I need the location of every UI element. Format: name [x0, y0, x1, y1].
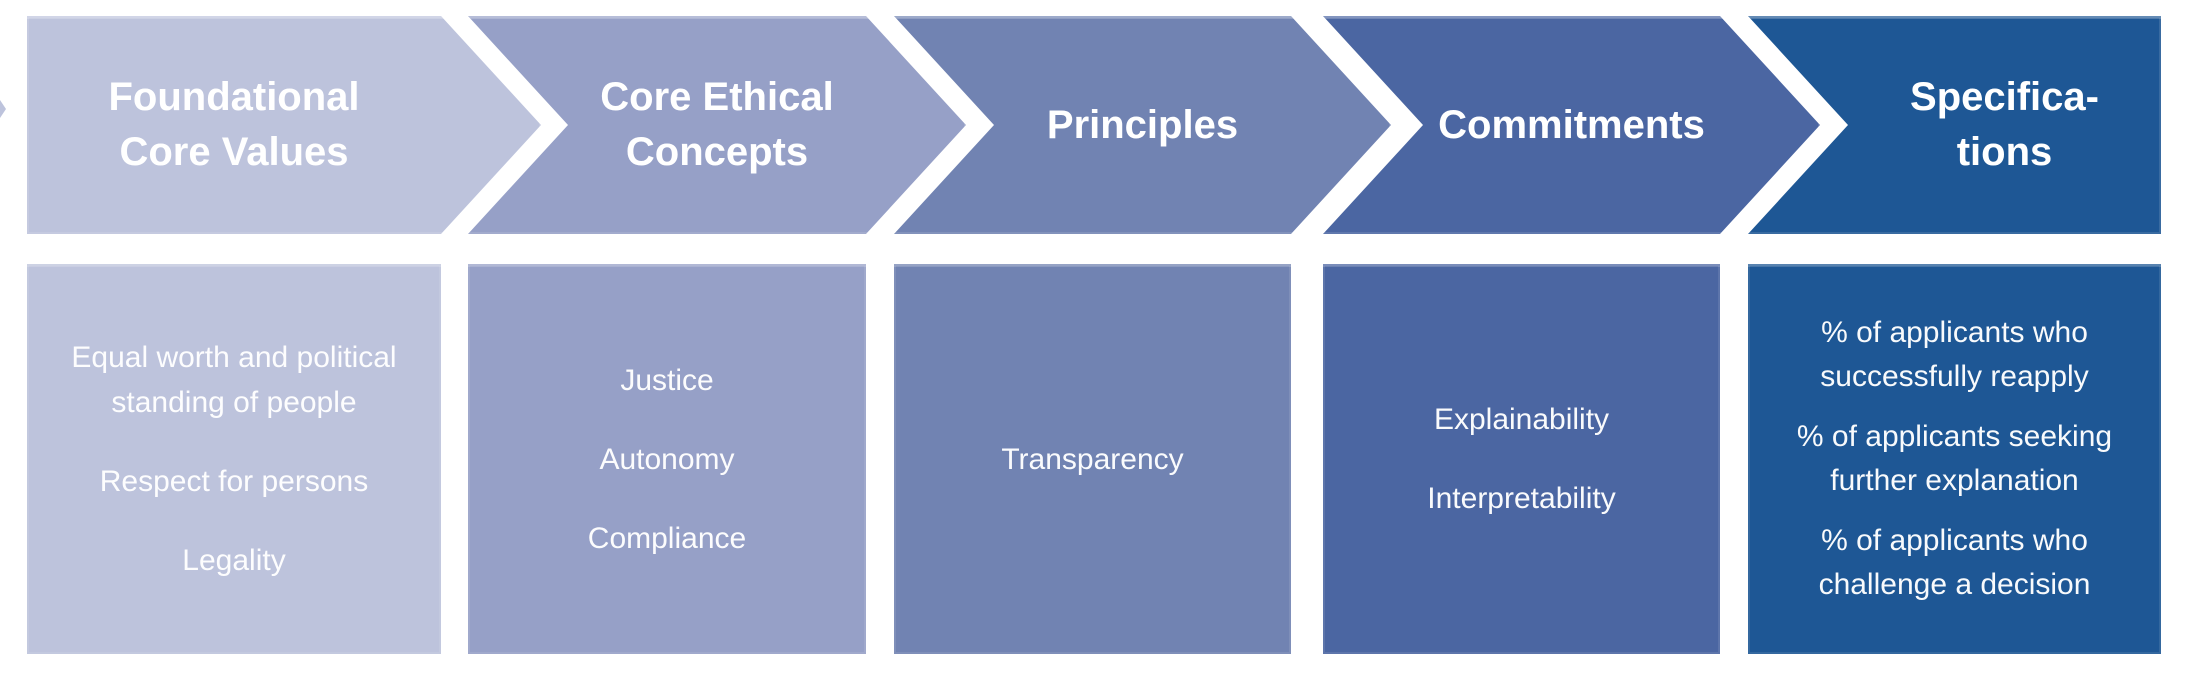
- stage-item: % of applicants who challenge a decision: [1818, 524, 2091, 601]
- stage-box-principles: Transparency: [894, 264, 1291, 654]
- stage-arrow-foundational-core-values: Foundational Core Values: [27, 16, 541, 234]
- stage-item: Explainability: [1433, 403, 1610, 436]
- stage-box-foundational-core-values: Equal worth and political standing of pe…: [27, 264, 441, 654]
- stage-title: Commitments: [1438, 102, 1705, 147]
- stage-box-specifications: % of applicants who successfully reapply…: [1748, 264, 2161, 654]
- stage-box-commitments: Explainability Interpretability: [1323, 264, 1720, 654]
- stage-item: Legality: [182, 544, 286, 577]
- stage-item: % of applicants who successfully reapply: [1820, 316, 2089, 393]
- stage-arrow-commitments: Commitments: [1323, 16, 1820, 234]
- stage-arrow-principles: Principles: [894, 16, 1391, 234]
- stage-title: Specifica-tions: [1910, 75, 2099, 174]
- clipped-chevron-tip: [0, 100, 6, 118]
- stage-item: Interpretability: [1427, 482, 1616, 515]
- stage-item: Transparency: [1001, 442, 1184, 476]
- stage-title: Foundational Core Values: [108, 75, 360, 174]
- stage-arrow-core-ethical-concepts: Core Ethical Concepts: [468, 16, 966, 234]
- stage-item: Justice: [620, 363, 714, 397]
- stage-box-core-ethical-concepts: Justice Autonomy Compliance: [468, 264, 866, 654]
- stage-item: Equal worth and political standing of pe…: [71, 341, 397, 419]
- stage-item: Compliance: [587, 521, 747, 555]
- stage-item: Respect for persons: [99, 465, 369, 498]
- stage-item: Autonomy: [599, 442, 735, 476]
- stage-title: Core Ethical Concepts: [600, 75, 834, 174]
- stage-item: % of applicants seeking further explanat…: [1796, 420, 2113, 497]
- stage-title: Principles: [1046, 102, 1239, 147]
